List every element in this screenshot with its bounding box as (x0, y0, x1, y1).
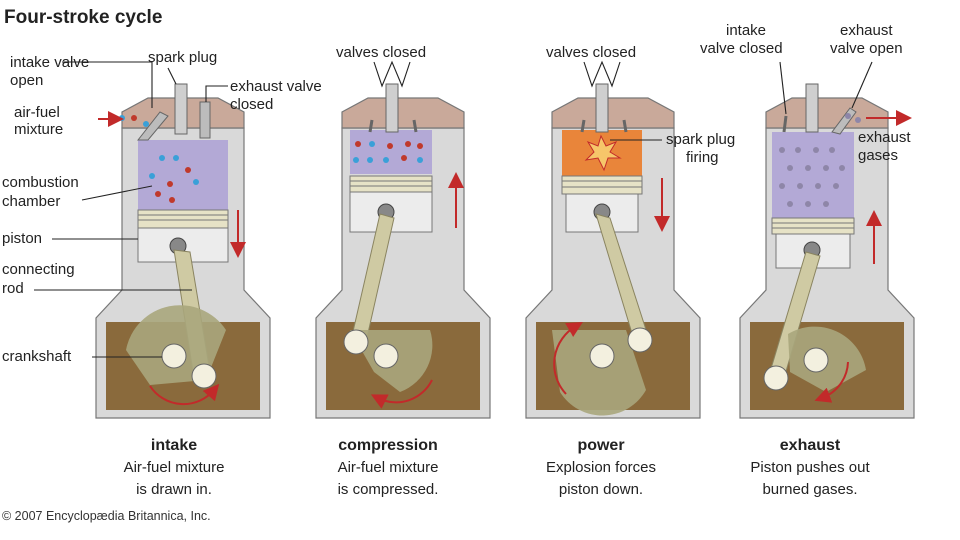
label-valves-closed-power: valves closed (546, 44, 636, 61)
caption-line: Air-fuel mixture (338, 459, 439, 476)
leader-lines (34, 61, 228, 358)
label-intake-valve-closed: intake valve closed (700, 22, 783, 57)
exhaust-valve (199, 101, 211, 139)
caption-line: piston down. (559, 481, 643, 498)
diagram-title: Four-stroke cycle (4, 7, 162, 28)
engine-intake (95, 83, 271, 419)
label-combustion-chamber: combustion chamber (2, 174, 83, 210)
leader-intake-valve-closed (779, 61, 787, 115)
label-spark-plug: spark plug (148, 49, 217, 66)
caption-line: is compressed. (338, 481, 439, 498)
label-spark-plug-firing: spark plug firing (666, 131, 739, 166)
engine-compression (315, 83, 491, 419)
intake-valve (136, 111, 169, 141)
caption-title: intake (151, 437, 197, 454)
spark-plug (174, 83, 188, 135)
label-valves-closed-compression: valves closed (336, 44, 426, 61)
label-exhaust-gases: exhaust gases (858, 129, 915, 164)
combustion-chamber (138, 140, 228, 220)
caption-title: exhaust (780, 437, 841, 454)
label-crankshaft: crankshaft (2, 348, 72, 365)
caption-line: burned gases. (762, 481, 857, 498)
leader-valves-closed-compression (373, 60, 411, 88)
leader-valves-closed-power (583, 60, 621, 88)
label-exhaust-valve-open: exhaust valve open (830, 22, 903, 57)
engine-exhaust (739, 83, 915, 419)
label-piston: piston (2, 230, 42, 247)
label-air-fuel-mixture: air-fuel mixture (14, 104, 64, 138)
caption-title: power (577, 437, 624, 454)
caption-line: Explosion forces (546, 459, 656, 476)
caption-exhaust: exhaust Piston pushes out burned gases. (750, 437, 870, 498)
caption-compression: compression Air-fuel mixture is compress… (338, 437, 439, 498)
leader-exhaust-valve-open (851, 61, 873, 109)
label-connecting-rod: connecting rod (2, 261, 79, 297)
caption-intake: intake Air-fuel mixture is drawn in. (124, 437, 225, 498)
label-exhaust-valve-closed: exhaust valve closed (230, 78, 326, 113)
engine-power (525, 83, 701, 419)
caption-line: is drawn in. (136, 481, 212, 498)
copyright-notice: © 2007 Encyclopædia Britannica, Inc. (2, 509, 211, 523)
label-intake-valve-open: intake valve open (10, 54, 93, 89)
caption-title: compression (338, 437, 438, 454)
caption-line: Air-fuel mixture (124, 459, 225, 476)
caption-line: Piston pushes out (750, 459, 870, 476)
caption-power: power Explosion forces piston down. (546, 437, 656, 498)
